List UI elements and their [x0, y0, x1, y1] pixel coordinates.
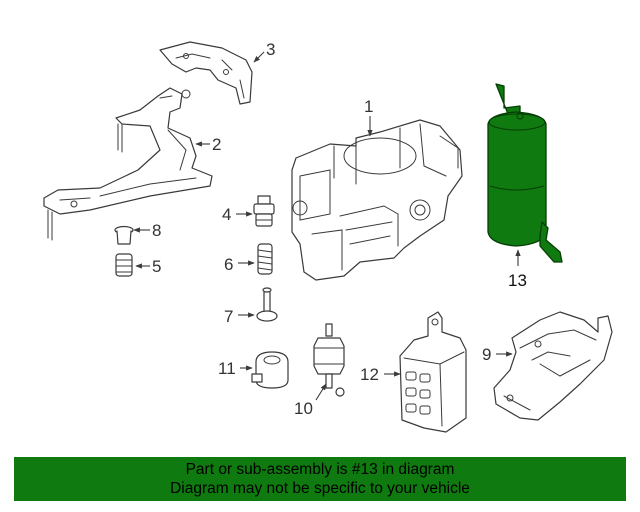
- callout-1: 1: [364, 97, 373, 116]
- part-4-bushing[interactable]: [253, 195, 275, 227]
- part-8-cap[interactable]: [114, 225, 134, 245]
- callout-9: 9: [482, 345, 491, 364]
- callout-6: 6: [224, 255, 233, 274]
- info-banner: Part or sub-assembly is #13 in diagram D…: [14, 457, 626, 501]
- leader-3: [253, 51, 265, 63]
- banner-line-2: Diagram may not be specific to your vehi…: [170, 480, 470, 497]
- part-9-cover[interactable]: [493, 311, 613, 421]
- callout-12: 12: [360, 365, 379, 384]
- callout-4: 4: [222, 205, 231, 224]
- callout-3: 3: [266, 40, 275, 59]
- leader-10: [315, 383, 327, 401]
- banner-line-1: Part or sub-assembly is #13 in diagram: [185, 461, 455, 478]
- callout-10: 10: [294, 399, 313, 418]
- part-13-air-reservoir[interactable]: [487, 83, 563, 263]
- part-3-bracket[interactable]: [159, 41, 253, 105]
- part-12-relay-block[interactable]: [399, 311, 467, 433]
- callout-8: 8: [152, 221, 161, 240]
- part-11-mount[interactable]: [251, 351, 289, 389]
- parts-diagram: 3 2 1 13 4: [43, 40, 613, 433]
- part-10-filter[interactable]: [313, 323, 345, 397]
- callout-5: 5: [152, 257, 161, 276]
- callout-2: 2: [212, 135, 221, 154]
- part-5-isolator[interactable]: [115, 253, 133, 277]
- callout-13: 13: [508, 271, 527, 290]
- part-6-spring[interactable]: [257, 243, 273, 275]
- part-7-stud[interactable]: [256, 287, 278, 322]
- part-2-mounting-bracket[interactable]: [43, 87, 213, 241]
- callout-11: 11: [218, 359, 236, 378]
- part-1-compressor[interactable]: [291, 119, 463, 281]
- callout-7: 7: [224, 307, 233, 326]
